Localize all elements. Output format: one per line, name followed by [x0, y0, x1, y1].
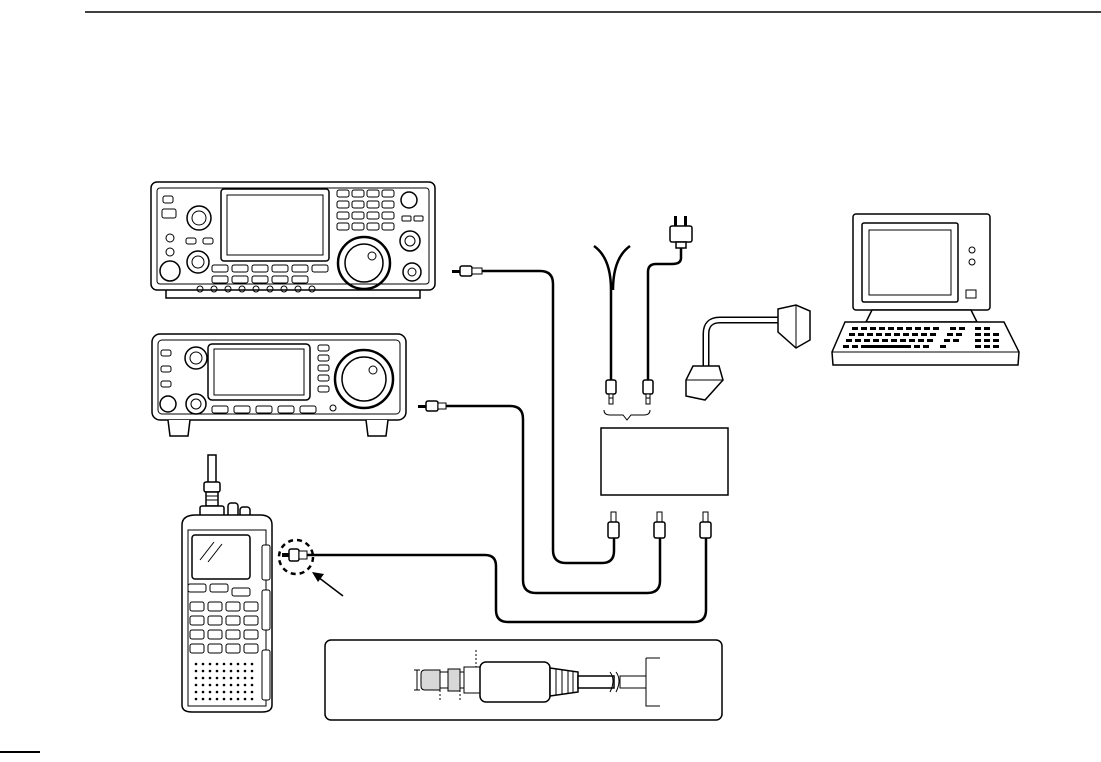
interface-box: [601, 428, 728, 495]
vhf-plug: [418, 401, 446, 411]
adapter-plug: [643, 380, 653, 404]
hf-plug: [452, 266, 482, 276]
vhf-transceiver: [152, 334, 406, 436]
jack-callout-arrow: [318, 577, 343, 596]
antenna: [594, 246, 630, 380]
hf-transceiver: [151, 182, 435, 298]
antenna-plug: [606, 380, 616, 404]
handheld-cable: [307, 538, 706, 622]
personal-computer: [832, 214, 1019, 365]
box-plug-3: [700, 512, 711, 538]
plug-brace: [604, 410, 650, 420]
handheld-plug: [282, 549, 307, 561]
box-plug-1: [608, 512, 619, 538]
db-connector: [686, 305, 810, 400]
handheld-receiver: [182, 455, 272, 712]
ac-adapter: [648, 216, 692, 380]
hf-cable: [482, 271, 614, 563]
box-plug-2: [654, 512, 665, 538]
plug-detail-inset: [325, 640, 722, 720]
